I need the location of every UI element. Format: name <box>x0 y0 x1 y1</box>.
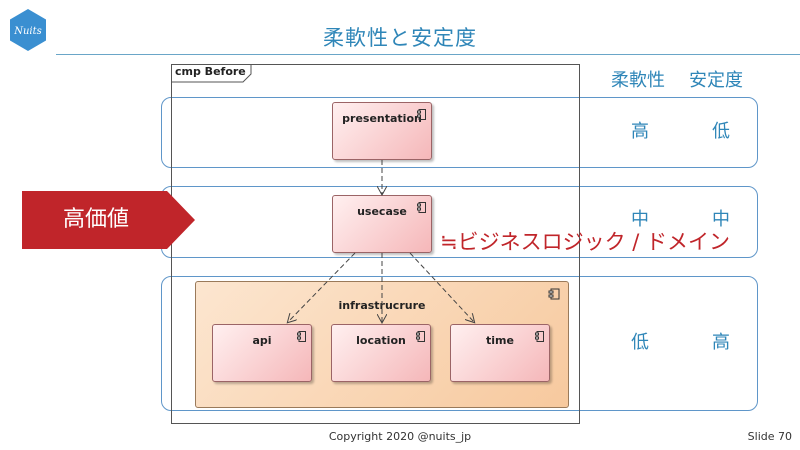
high-value-arrow-shape <box>22 191 195 249</box>
component-icon <box>417 202 426 213</box>
column-header-flexibility: 柔軟性 <box>611 70 665 91</box>
frame-tab-outline <box>171 64 252 83</box>
cell-usecase-stability: 中 <box>712 209 730 230</box>
component-api: api <box>212 324 312 382</box>
component-label: presentation <box>342 112 422 125</box>
cell-infrastructure-flexibility: 低 <box>631 332 649 353</box>
cell-presentation-stability: 低 <box>712 121 730 142</box>
slide-number: Slide 70 <box>747 430 792 443</box>
slide-title: 柔軟性と安定度 <box>323 26 477 50</box>
component-icon <box>297 331 306 342</box>
component-icon <box>417 109 426 120</box>
logo-icon: Nuits <box>10 9 46 51</box>
row-band-infrastructure <box>161 276 758 411</box>
component-time: time <box>450 324 550 382</box>
component-icon <box>416 331 425 342</box>
arrow-usecase-to-time <box>409 252 474 322</box>
copyright-footer: Copyright 2020 @nuits_jp <box>328 430 472 443</box>
row-band-presentation <box>161 97 758 168</box>
component-location: location <box>331 324 431 382</box>
component-icon <box>535 331 544 342</box>
component-label: usecase <box>357 205 407 218</box>
frame-label: cmp Before <box>175 65 246 78</box>
cell-infrastructure-stability: 高 <box>712 332 730 353</box>
cell-usecase-flexibility: 中 <box>631 209 649 230</box>
component-label: location <box>356 334 406 347</box>
component-icon <box>548 288 560 300</box>
component-label: api <box>252 334 272 347</box>
component-label: time <box>486 334 514 347</box>
arrow-usecase-to-api <box>288 252 356 322</box>
title-divider <box>56 54 800 55</box>
column-header-stability: 安定度 <box>689 70 743 91</box>
business-logic-annotation: ≒ビジネスロジック / ドメイン <box>440 230 731 254</box>
high-value-label: 高価値 <box>62 207 129 232</box>
logo-text: Nuits <box>13 26 42 37</box>
component-presentation: presentation <box>332 102 432 160</box>
cell-presentation-flexibility: 高 <box>631 121 649 142</box>
